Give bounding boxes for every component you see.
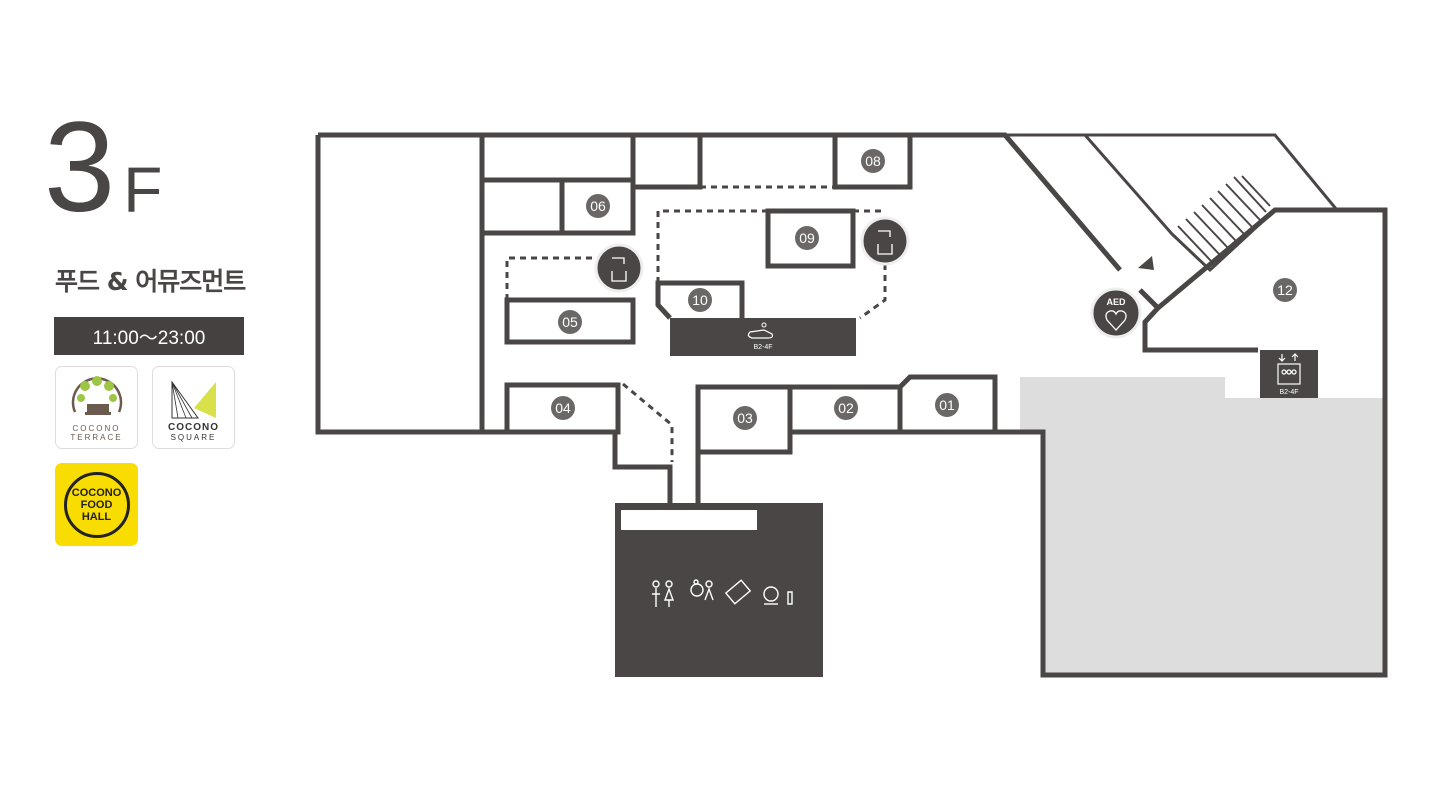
svg-text:05: 05 [562,314,578,330]
svg-text:03: 03 [737,410,753,426]
store-09-outline [765,208,856,269]
entrance-arrow-icon [1138,256,1154,270]
store-badge-10[interactable]: 10 [688,288,712,312]
svg-text:04: 04 [555,400,571,416]
svg-text:12: 12 [1277,282,1293,298]
store-badge-02[interactable]: 02 [834,396,858,420]
cocono-square-logo[interactable]: COCONO SQUARE [152,366,235,449]
svg-text:08: 08 [865,153,881,169]
store-badge-09[interactable]: 09 [795,226,819,250]
store-01-outline [898,374,998,432]
store-badge-03[interactable]: 03 [733,406,757,430]
water-fountain-icon [860,216,910,266]
dotted-route [505,185,887,462]
store-badge-12[interactable]: 12 [1273,278,1297,302]
escalator-label: B2-4F [753,344,772,351]
store-badge-01[interactable]: 01 [935,393,959,417]
svg-text:09: 09 [799,230,815,246]
cocono-food-hall-logo[interactable]: COCONO FOOD HALL [55,463,138,546]
gray-area [1020,377,1383,673]
svg-text:AED: AED [1106,297,1126,307]
store-badge-05[interactable]: 05 [558,310,582,334]
svg-text:06: 06 [590,198,606,214]
store-badge-06[interactable]: 06 [586,194,610,218]
opening-hours: 11:00～23:00 [54,317,244,355]
floor-suffix: F [123,154,163,226]
elevator-label: B2-4F [1279,389,1298,396]
inner-walls [479,135,913,432]
svg-text:01: 01 [939,397,955,413]
floor-indicator: 3 F [44,96,163,239]
stairs [1177,175,1271,263]
store-05-outline [504,297,636,345]
store-badge-08[interactable]: 08 [861,149,885,173]
aed-icon: AED [1090,287,1142,339]
svg-text:02: 02 [838,400,854,416]
water-fountain-icon [594,243,644,293]
square-graphic-icon [171,380,216,419]
elevator-icon [1277,353,1301,385]
store-badge-04[interactable]: 04 [551,396,575,420]
store-04-outline [504,382,621,435]
terrace-tree-icon [71,376,122,415]
cocono-terrace-logo[interactable]: COCONO TERRACE [55,366,138,449]
corridor-opening [621,510,757,530]
escalator-block [670,318,856,356]
restroom-icons [652,579,793,607]
floor-number: 3 [44,96,115,239]
escalator-icon [747,329,774,339]
store-03-outline [695,384,793,452]
stair-wall [1005,133,1339,273]
svg-text:10: 10 [692,292,708,308]
floor-category: 푸드 & 어뮤즈먼트 [55,267,246,296]
restroom-block [615,503,823,677]
